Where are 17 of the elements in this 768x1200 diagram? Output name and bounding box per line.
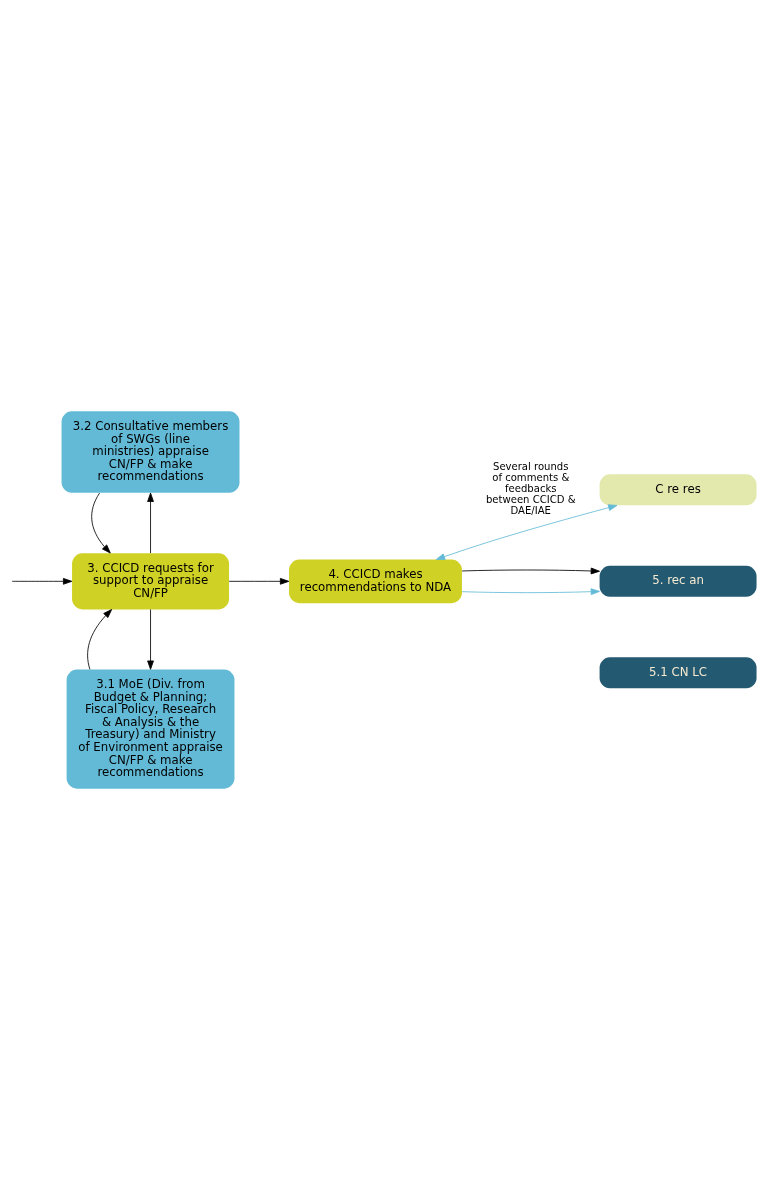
arrow	[87, 609, 113, 670]
arrow	[435, 504, 618, 560]
arrow	[461, 567, 600, 575]
node-box: 5.1 CN LC	[599, 657, 757, 689]
node-box: 3.2 Consultative members of SWGs (line ministries) appraise CN/FP & make recommendations	[61, 411, 240, 493]
edge-label: Several rounds of comments & feedbacks between CCICD & DAE/IAE	[485, 461, 576, 516]
node-box: 4. CCICD makes recommendations to NDA	[289, 559, 462, 604]
node-box: 3. CCICD requests for support to appraise CN/FP	[72, 553, 229, 610]
arrow	[91, 492, 111, 554]
arrow	[11, 577, 73, 585]
node-box: C re res	[599, 474, 757, 506]
arrow	[147, 609, 154, 670]
arrow	[147, 492, 154, 554]
node-box: 5. rec an	[599, 565, 757, 597]
arrow	[461, 588, 600, 596]
node-box: 3.1 MoE (Div. from Budget & Planning; Fiscal Policy, Research & Analysis & the Treasury) and Ministry of Environment appraise CN/FP & make recommendations	[66, 669, 235, 789]
arrow	[228, 577, 290, 585]
